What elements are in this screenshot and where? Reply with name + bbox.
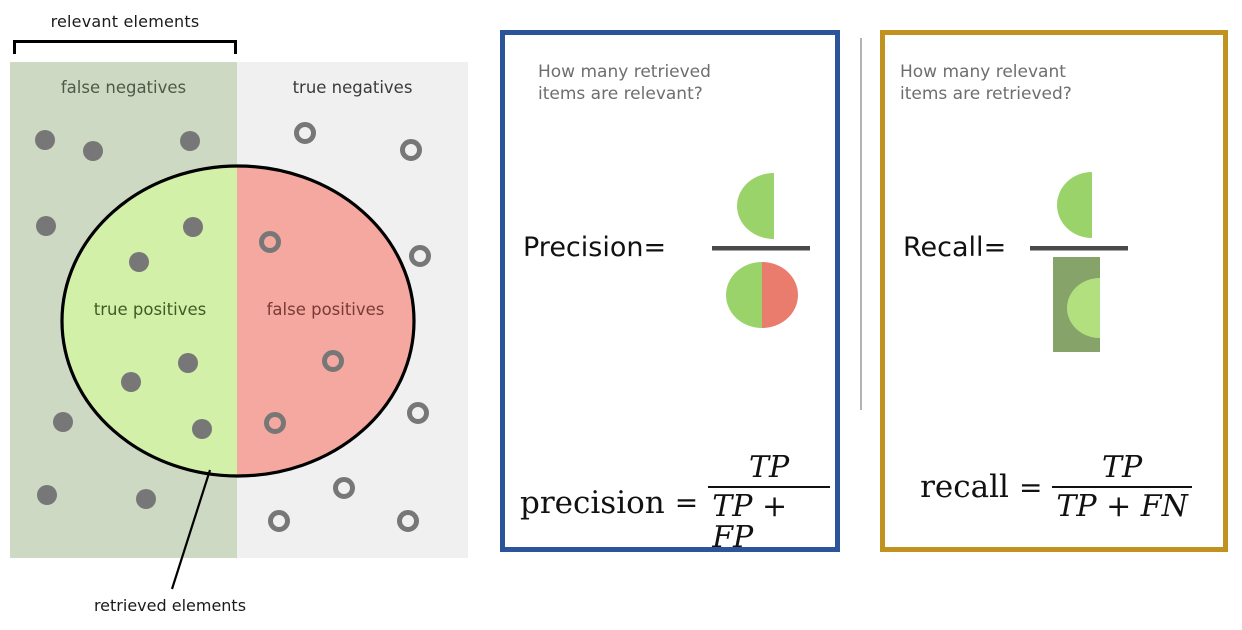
false-negatives-label: false negatives bbox=[60, 78, 187, 97]
recall-equals: = bbox=[983, 232, 1007, 263]
false-positives-label: false positives bbox=[266, 300, 385, 319]
precision-recall-venn-figure: relevant elements bbox=[0, 0, 480, 630]
recall-pictogram-fraction bbox=[1030, 172, 1128, 352]
recall-formula-fraction: TP TP + FN bbox=[1052, 450, 1192, 524]
retrieved-ellipse bbox=[60, 164, 416, 478]
non-relevant-item-rings bbox=[259, 122, 431, 532]
precision-word: Precision bbox=[523, 232, 644, 263]
relevant-elements-label: relevant elements bbox=[50, 12, 200, 31]
recall-formula-equals: = bbox=[1018, 470, 1043, 504]
true-negatives-label: true negatives bbox=[292, 78, 413, 97]
retrieved-elements-label: retrieved elements bbox=[93, 596, 247, 615]
recall-word-label: Recall= bbox=[903, 232, 1006, 263]
precision-denominator-split-disc bbox=[726, 262, 798, 328]
recall-question-text: How many relevant items are retrieved? bbox=[900, 62, 1072, 104]
precision-word-label: Precision= bbox=[523, 232, 666, 263]
panel-divider bbox=[860, 38, 862, 410]
recall-formula-bar bbox=[1052, 485, 1192, 488]
true-positives-label: true positives bbox=[93, 300, 207, 319]
recall-formula-numerator: TP bbox=[1102, 450, 1143, 485]
recall-formula-name: recall bbox=[920, 469, 1009, 505]
recall-formula: recall = TP TP + FN bbox=[900, 452, 1212, 522]
recall-fraction-bar bbox=[1030, 246, 1128, 251]
precision-formula-denominator: TP + FP bbox=[712, 488, 788, 555]
recall-word: Recall bbox=[903, 232, 984, 263]
precision-fraction-bar bbox=[712, 246, 810, 251]
relevant-item-dots bbox=[35, 130, 212, 509]
precision-formula-numerator: TP bbox=[749, 450, 790, 485]
relevant-elements-bracket bbox=[13, 40, 237, 54]
precision-pictogram-fraction bbox=[712, 173, 810, 328]
precision-formula-bar bbox=[708, 485, 830, 488]
retrieved-elements-leader-line bbox=[170, 469, 212, 590]
recall-denominator-band bbox=[1053, 257, 1100, 352]
precision-equals: = bbox=[643, 232, 667, 263]
precision-formula-fraction: TP TP + FP bbox=[708, 452, 830, 554]
venn-markers-svg bbox=[35, 122, 431, 590]
precision-formula-name: precision bbox=[520, 484, 665, 521]
recall-formula-denominator: TP + FN bbox=[1056, 488, 1188, 524]
recall-numerator-half-disc bbox=[1057, 172, 1092, 238]
precision-formula-equals: = bbox=[674, 486, 699, 520]
precision-formula: precision = TP TP + FP bbox=[520, 452, 830, 554]
precision-numerator-half-disc bbox=[737, 173, 774, 239]
precision-question-text: How many retrieved items are relevant? bbox=[538, 62, 711, 104]
